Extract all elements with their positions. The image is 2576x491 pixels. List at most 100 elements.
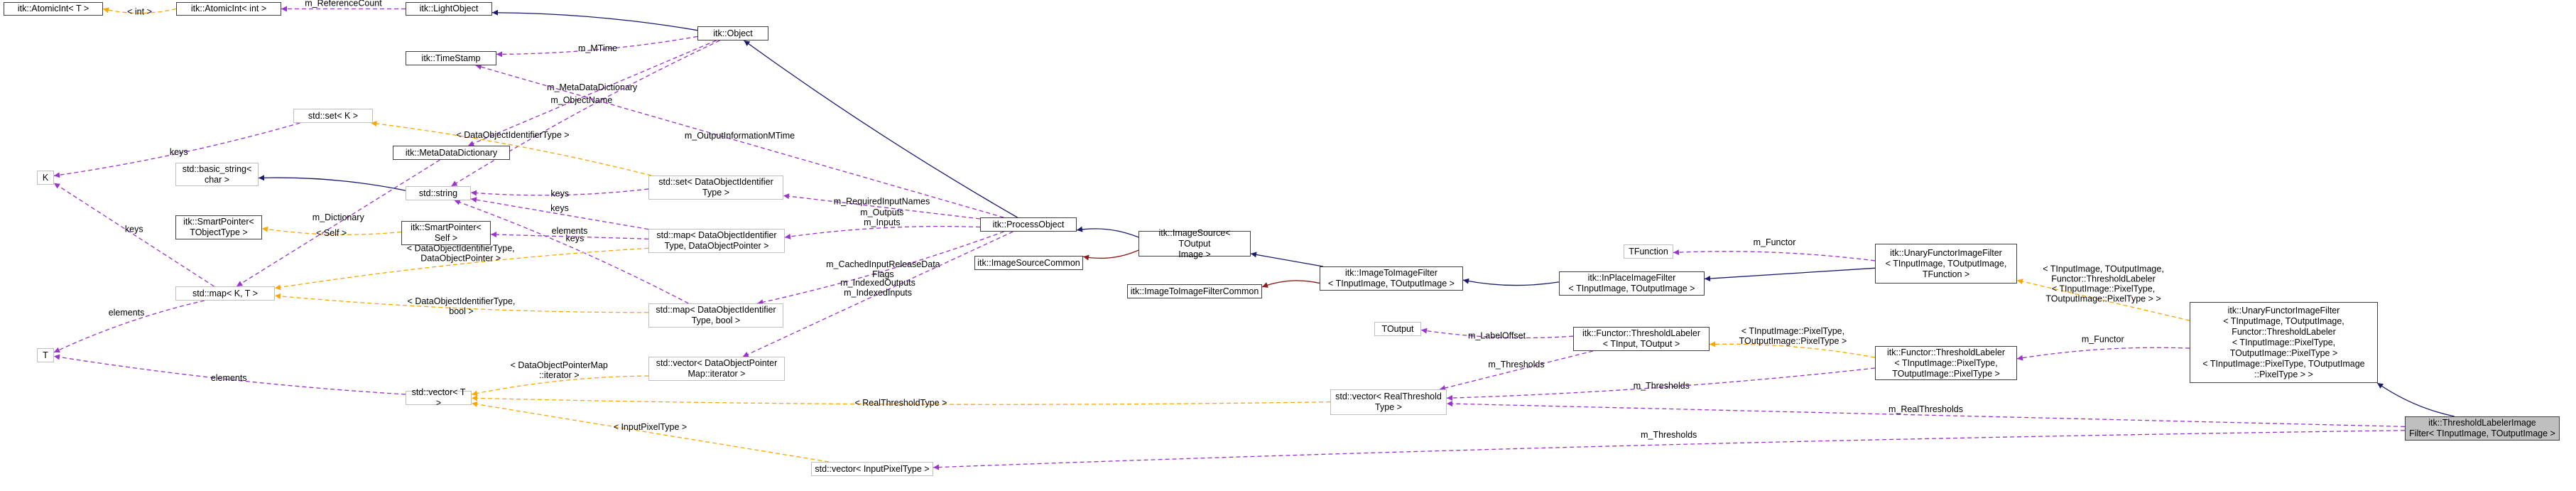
edge-template-vectorIPT-vectorT	[471, 401, 830, 463]
class-node-processObject[interactable]: itk::ProcessObject	[980, 217, 1077, 232]
edge-label: < InputPixelType >	[614, 422, 688, 432]
edge-usage-mapKT-K	[53, 183, 214, 287]
class-node-label: < TInput, TOutput >	[1602, 339, 1680, 349]
class-node-label: std::map< K, T >	[192, 288, 258, 298]
edge-usage-unaryFunctor-tFunction	[1673, 249, 1876, 261]
edge-usage-functorTL-vectorRT	[1439, 350, 1594, 391]
edge-label: m_Functor	[2082, 335, 2124, 345]
class-node-label: itk::UnaryFunctorImageFilter	[1890, 247, 2002, 258]
class-node-label: itk::AtomicInt< T >	[17, 4, 89, 14]
class-node-smartPtrTObj[interactable]: itk::SmartPointer<TObjectType >	[175, 215, 262, 239]
class-node-metaDict[interactable]: itk::MetaDataDictionary	[393, 146, 510, 160]
class-node-tFunction[interactable]: TFunction	[1624, 244, 1673, 259]
class-node-basicString[interactable]: std::basic_string<char >	[175, 163, 259, 186]
class-node-label: < TInputImage, TOutputImage,	[2223, 315, 2344, 326]
edge-label: < DataObjectIdentifierType >	[456, 130, 569, 140]
class-node-label: TFunction	[1629, 246, 1668, 257]
class-node-vectorT[interactable]: std::vector< T >	[406, 387, 472, 408]
edge-label: DataObjectPointer >	[420, 253, 501, 263]
edge-label: m_MTime	[578, 43, 617, 53]
edge-label: < TInputImage::PixelType,	[1741, 326, 1844, 336]
class-node-imgToImgCommon[interactable]: itk::ImageToImageFilterCommon	[1127, 284, 1262, 298]
edge-public-imageSource-processObject	[1076, 226, 1139, 238]
class-node-object[interactable]: itk::Object	[697, 26, 768, 41]
edge-label: m_ObjectName	[550, 95, 612, 105]
edge-label: < Self >	[316, 228, 347, 238]
edge-label: m_MetaDataDictionary	[547, 82, 638, 92]
edge-public-thresholdLabeler-unaryFunctorInst	[2376, 382, 2455, 417]
edge-label: keys	[550, 203, 569, 213]
edge-template-vectorRT-vectorT	[471, 395, 1331, 405]
edge-usage-mapKT-T	[53, 300, 205, 353]
class-node-unaryFunctorInst[interactable]: itk::UnaryFunctorImageFilter< TInputImag…	[2190, 302, 2378, 383]
class-node-smartPtrSelf[interactable]: itk::SmartPointer<Self >	[401, 221, 491, 245]
class-node-imageSourceCommon[interactable]: itk::ImageSourceCommon	[974, 256, 1083, 270]
edge-label: elements	[109, 308, 145, 318]
class-node-label: Type >	[702, 188, 729, 198]
class-node-inPlace[interactable]: itk::InPlaceImageFilter< TInputImage, TO…	[1559, 271, 1705, 296]
class-node-label: itk::LightObject	[419, 4, 479, 14]
class-node-timeStamp[interactable]: itk::TimeStamp	[406, 51, 496, 65]
class-node-functorTL[interactable]: itk::Functor::ThresholdLabeler< TInput, …	[1573, 327, 1710, 351]
edge-usage-processObject-timeStamp	[475, 64, 1004, 218]
class-node-label: itk::UnaryFunctorImageFilter	[2227, 305, 2340, 315]
edge-label: Functor::ThresholdLabeler	[2051, 274, 2156, 284]
class-node-lightObject[interactable]: itk::LightObject	[406, 2, 492, 16]
edge-label: m_Thresholds	[1641, 430, 1697, 440]
class-node-label: T	[43, 350, 48, 360]
edge-usage-metaDict-mapKT	[236, 159, 440, 287]
class-node-label: TOutput	[1381, 323, 1414, 334]
edge-label: keys	[170, 147, 188, 157]
edge-usage-unaryFunctorInst-functorTLImg	[2016, 347, 2190, 361]
edge-usage-setDOI-stdString	[470, 188, 649, 196]
class-node-vectorIPT[interactable]: std::vector< InputPixelType >	[811, 462, 933, 476]
edge-label: keys	[566, 234, 585, 244]
class-node-label: itk::Functor::ThresholdLabeler	[1582, 328, 1701, 338]
edge-label: elements	[552, 226, 588, 236]
class-node-mapKT[interactable]: std::map< K, T >	[175, 286, 275, 301]
edge-usage-mapDOIBool-stdString	[454, 199, 689, 304]
class-node-label: Image >	[1178, 249, 1211, 259]
edge-label: < RealThresholdType >	[854, 398, 947, 408]
class-node-functorTLImg[interactable]: itk::Functor::ThresholdLabeler< TInputIm…	[1875, 346, 2017, 380]
class-node-unaryFunctor[interactable]: itk::UnaryFunctorImageFilter< TInputImag…	[1875, 244, 2017, 284]
class-node-label: std::vector< DataObjectPointer	[656, 358, 778, 368]
class-node-label: Functor::ThresholdLabeler	[2232, 326, 2336, 337]
class-node-setK[interactable]: std::set< K >	[293, 109, 373, 123]
class-node-imgToImg[interactable]: itk::ImageToImageFilter< TInputImage, TO…	[1320, 266, 1463, 291]
edge-label: m_ReferenceCount	[305, 0, 382, 9]
class-node-T[interactable]: T	[37, 348, 54, 362]
class-node-stdString[interactable]: std::string	[406, 186, 471, 200]
class-node-label: std::set< K >	[308, 110, 359, 121]
edge-label: m_Functor	[1754, 237, 1796, 247]
class-node-atomicInt[interactable]: itk::AtomicInt< int >	[176, 2, 281, 16]
edge-usage-functorTLImg-vectorRT	[1446, 367, 1876, 401]
edge-label: < int >	[127, 7, 152, 17]
class-node-label: Type, bool >	[691, 315, 741, 325]
class-node-tOutput[interactable]: TOutput	[1374, 322, 1421, 336]
edge-label: m_LabelOffset	[1468, 331, 1526, 341]
class-node-label: std::set< DataObjectIdentifier	[658, 177, 773, 187]
class-node-label: Type, DataObjectPointer >	[664, 241, 769, 251]
class-node-label: itk::ThresholdLabelerImage	[2428, 418, 2536, 428]
class-node-label: itk::ImageSourceCommon	[977, 257, 1080, 268]
class-node-atomicT[interactable]: itk::AtomicInt< T >	[4, 2, 103, 16]
edge-label: m_Thresholds	[1634, 381, 1690, 391]
class-node-label: std::basic_string<	[182, 163, 252, 174]
edge-usage-object-metaDict	[467, 40, 717, 146]
class-node-K[interactable]: K	[37, 171, 54, 185]
class-node-label: itk::SmartPointer<	[183, 217, 254, 227]
edge-label: Flags	[872, 269, 894, 279]
edge-label: m_RealThresholds	[1888, 404, 1963, 414]
edge-private-imgToImg-imgToImgCommon	[1261, 280, 1320, 288]
edge-public-processObject-object	[744, 40, 1018, 218]
edge-usage-thresholdLabeler-vectorIPT	[933, 430, 2406, 470]
